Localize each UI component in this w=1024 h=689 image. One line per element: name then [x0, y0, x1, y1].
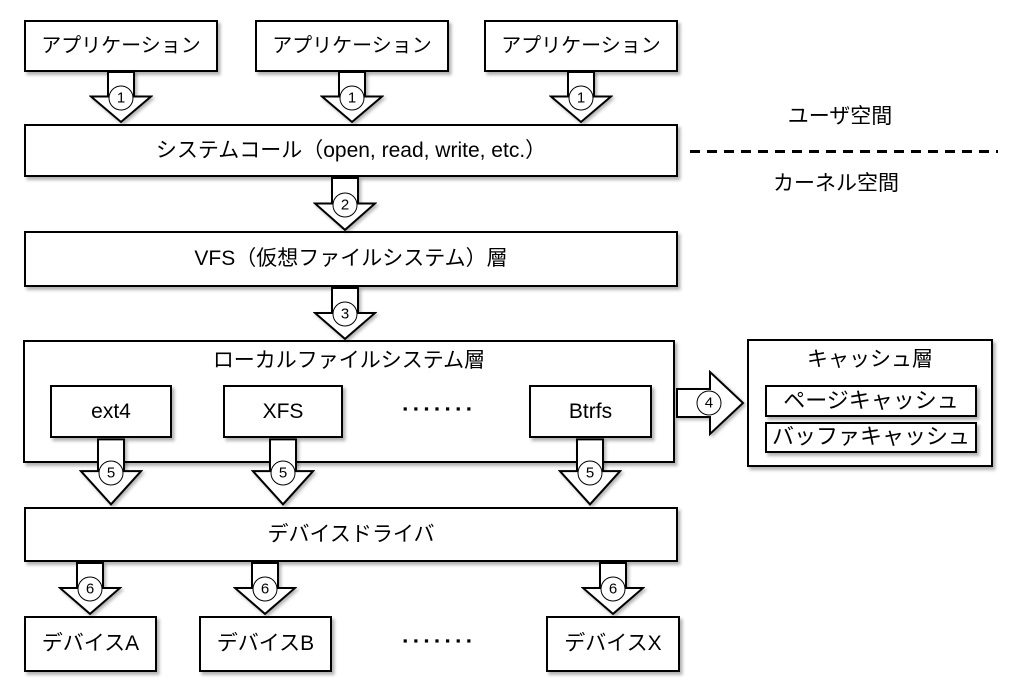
arrow-step2: 2 — [313, 177, 377, 232]
fs-ellipsis: ▪▪▪▪▪▪▪ — [402, 401, 478, 416]
step-number-badge: 2 — [332, 192, 358, 217]
step-number-badge: 6 — [77, 576, 103, 602]
page-cache-box: ページキャッシュ — [765, 385, 977, 417]
step-number-badge: 1 — [339, 85, 365, 110]
step-number-badge: 3 — [332, 301, 358, 327]
cache-layer-title: キャッシュ層 — [807, 348, 933, 371]
device-ellipsis: ▪▪▪▪▪▪▪ — [402, 633, 478, 648]
user-kernel-boundary-line — [690, 150, 998, 153]
fs-box-xfs: XFS — [223, 385, 343, 438]
kernel-space-label: カーネル空間 — [773, 172, 899, 195]
step-number-badge: 5 — [98, 460, 124, 485]
arrow-step5-3: 5 — [558, 438, 622, 507]
arrow-step3: 3 — [313, 287, 377, 341]
arrow-step1-3: 1 — [549, 71, 613, 124]
step-number-badge: 1 — [108, 85, 134, 110]
fs-box-ext4: ext4 — [50, 385, 172, 438]
device-box-a: デバイスA — [24, 616, 157, 672]
arrow-step6-2: 6 — [233, 562, 297, 616]
application-box-1: アプリケーション — [24, 20, 218, 72]
device-driver-box: デバイスドライバ — [24, 507, 678, 562]
application-box-3: アプリケーション — [484, 20, 678, 72]
vfs-layer-box: VFS（仮想ファイルシステム）層 — [24, 231, 678, 287]
step-number-badge: 1 — [568, 85, 594, 110]
application-box-2: アプリケーション — [255, 20, 449, 72]
arrow-step5-2: 5 — [251, 438, 315, 507]
device-box-b: デバイスB — [199, 616, 332, 672]
step-number-badge: 5 — [270, 460, 296, 485]
arrow-step1-1: 1 — [89, 71, 153, 124]
step-number-badge: 4 — [696, 390, 722, 416]
step-number-badge: 6 — [600, 576, 626, 602]
buffer-cache-box: バッファキャッシュ — [765, 422, 977, 453]
syscall-layer-box: システムコール（open, read, write, etc.） — [24, 124, 678, 177]
arrow-step5-1: 5 — [79, 438, 143, 507]
arrow-step1-2: 1 — [320, 71, 384, 124]
fs-box-btrfs: Btrfs — [529, 385, 652, 438]
local-fs-layer-title: ローカルファイルシステム層 — [212, 349, 486, 372]
user-space-label: ユーザ空間 — [787, 105, 893, 128]
arrow-step6-3: 6 — [581, 562, 645, 616]
arrow-step6-1: 6 — [58, 562, 122, 616]
device-box-x: デバイスX — [546, 616, 680, 672]
step-number-badge: 5 — [577, 460, 603, 485]
arrow-step4: 4 — [676, 369, 746, 437]
step-number-badge: 6 — [252, 576, 278, 602]
